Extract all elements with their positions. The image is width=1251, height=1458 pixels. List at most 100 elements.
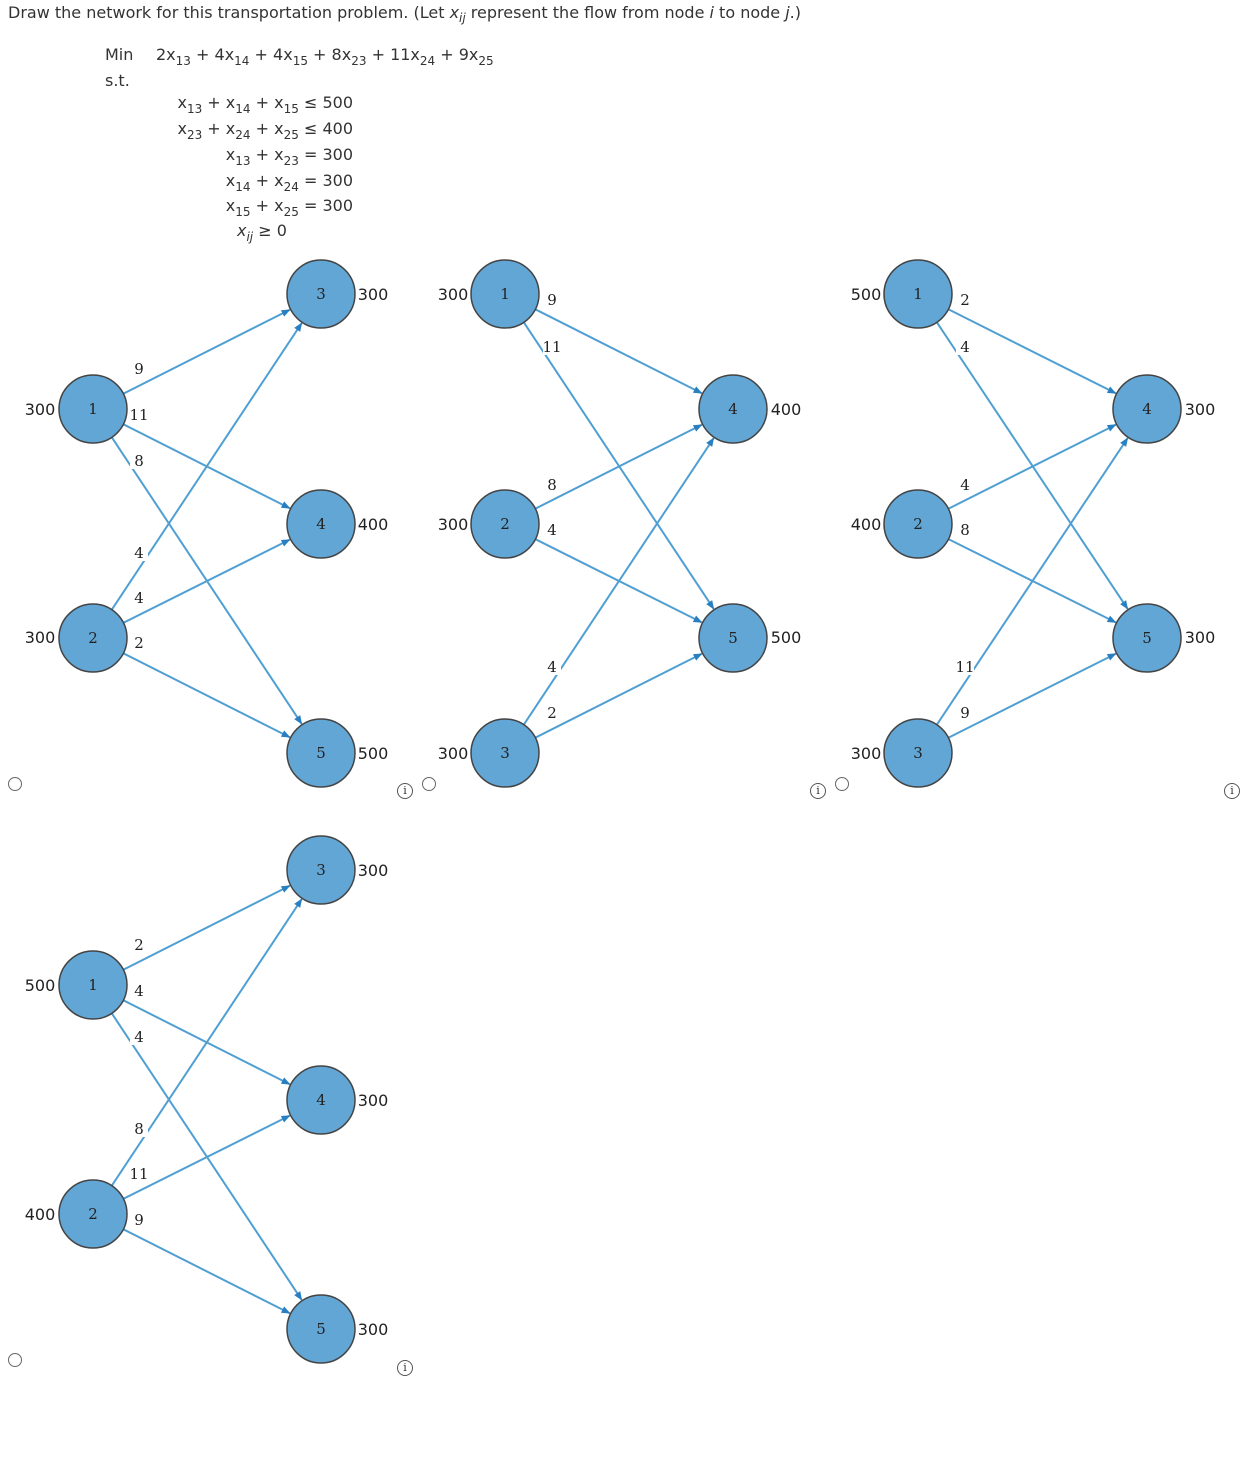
node-label: 4 <box>316 515 326 533</box>
info-icon[interactable]: i <box>397 1360 413 1376</box>
arc-cost-2-4: 11 <box>129 1165 148 1183</box>
node-5 <box>1112 603 1182 673</box>
option-a-radio[interactable] <box>8 777 22 791</box>
arc-1-3 <box>122 884 291 971</box>
cost-label-bg <box>956 337 974 355</box>
arc-cost-1-3: 9 <box>134 360 144 378</box>
node-4 <box>286 1065 356 1135</box>
node-2 <box>58 1179 128 1249</box>
arc-3-4 <box>936 437 1129 726</box>
cost-label-bg <box>130 981 148 999</box>
supply-label: 300 <box>438 285 469 304</box>
arc-cost-2-5: 8 <box>960 521 970 539</box>
info-icon[interactable]: i <box>1224 783 1240 799</box>
node-3 <box>883 718 953 788</box>
node-1 <box>58 950 128 1020</box>
cost-label-bg <box>543 475 561 493</box>
arc-2-3 <box>110 898 303 1187</box>
cost-label-bg <box>130 543 148 561</box>
demand-label: 300 <box>1185 400 1216 419</box>
supply-label: 300 <box>438 515 469 534</box>
arc-2-5 <box>122 1228 291 1315</box>
option-d-radio[interactable] <box>8 1353 22 1367</box>
arc-2-5 <box>122 652 291 739</box>
info-icon[interactable]: i <box>810 783 826 799</box>
node-1 <box>470 259 540 329</box>
info-icon[interactable]: i <box>397 783 413 799</box>
arc-1-4 <box>947 308 1117 395</box>
cost-label-bg <box>956 657 974 675</box>
node-2 <box>883 489 953 559</box>
node-label: 5 <box>1142 629 1152 647</box>
arc-cost-1-5: 4 <box>134 1028 144 1046</box>
node-4 <box>1112 374 1182 444</box>
min-label: Min <box>105 45 134 64</box>
cost-label-bg <box>956 475 974 493</box>
arc-3-4 <box>522 437 715 726</box>
objective-function: 2x13 + 4x14 + 4x15 + 8x23 + 11x24 + 9x25 <box>156 45 494 68</box>
constraint-row: x13 + x14 + x15 ≤ 500 <box>177 93 353 116</box>
node-label: 5 <box>728 629 738 647</box>
node-label: 1 <box>88 976 98 994</box>
arc-cost-2-3: 8 <box>134 1120 144 1138</box>
node-label: 3 <box>500 744 510 762</box>
cost-label-bg <box>130 1164 148 1182</box>
node-1 <box>58 374 128 444</box>
cost-label-bg <box>130 1027 148 1045</box>
cost-label-bg <box>130 935 148 953</box>
arc-cost-1-4: 9 <box>547 291 557 309</box>
arc-cost-3-5: 9 <box>960 704 970 722</box>
node-label: 4 <box>1142 400 1152 418</box>
node-2 <box>470 489 540 559</box>
constraint-row: x23 + x24 + x25 ≤ 400 <box>177 119 353 142</box>
objective-term: 2x13 <box>156 45 191 68</box>
demand-label: 300 <box>1185 628 1216 647</box>
demand-label: 300 <box>358 285 389 304</box>
option-b-radio[interactable] <box>422 777 436 791</box>
question-text: Draw the network for this transportation… <box>8 3 801 26</box>
node-1 <box>883 259 953 329</box>
cost-label-bg <box>130 405 148 423</box>
arc-cost-2-5: 2 <box>134 634 144 652</box>
node-4 <box>698 374 768 444</box>
arc-cost-2-4: 4 <box>960 476 970 494</box>
arc-1-3 <box>122 308 291 395</box>
objective-term: + 9x25 <box>435 45 494 68</box>
supply-label: 300 <box>851 744 882 763</box>
node-label: 2 <box>500 515 510 533</box>
objective-term: + 4x15 <box>249 45 308 68</box>
node-5 <box>698 603 768 673</box>
node-3 <box>286 259 356 329</box>
demand-label: 300 <box>358 1091 389 1110</box>
arc-cost-1-3: 2 <box>134 936 144 954</box>
cost-label-bg <box>130 451 148 469</box>
node-3 <box>286 835 356 905</box>
node-label: 2 <box>913 515 923 533</box>
constraint-row: x14 + x24 = 300 <box>225 171 353 194</box>
arc-2-3 <box>110 322 303 611</box>
arc-cost-1-5: 8 <box>134 452 144 470</box>
option-c-radio[interactable] <box>835 777 849 791</box>
cost-label-bg <box>956 290 974 308</box>
demand-label: 500 <box>771 628 802 647</box>
supply-label: 500 <box>25 976 56 995</box>
node-label: 2 <box>88 1205 98 1223</box>
node-5 <box>286 718 356 788</box>
arc-2-4 <box>122 538 291 624</box>
supply-label: 300 <box>25 400 56 419</box>
demand-label: 300 <box>358 861 389 880</box>
cost-label-bg <box>130 633 148 651</box>
node-label: 1 <box>500 285 510 303</box>
arc-cost-2-4: 4 <box>134 589 144 607</box>
arc-3-5 <box>947 652 1117 739</box>
supply-label: 300 <box>25 628 56 647</box>
cost-label-bg <box>130 359 148 377</box>
node-label: 1 <box>913 285 923 303</box>
cost-label-bg <box>543 657 561 675</box>
arc-2-4 <box>122 1114 291 1200</box>
arc-cost-1-5: 4 <box>960 338 970 356</box>
objective-term: + 8x23 <box>307 45 367 68</box>
